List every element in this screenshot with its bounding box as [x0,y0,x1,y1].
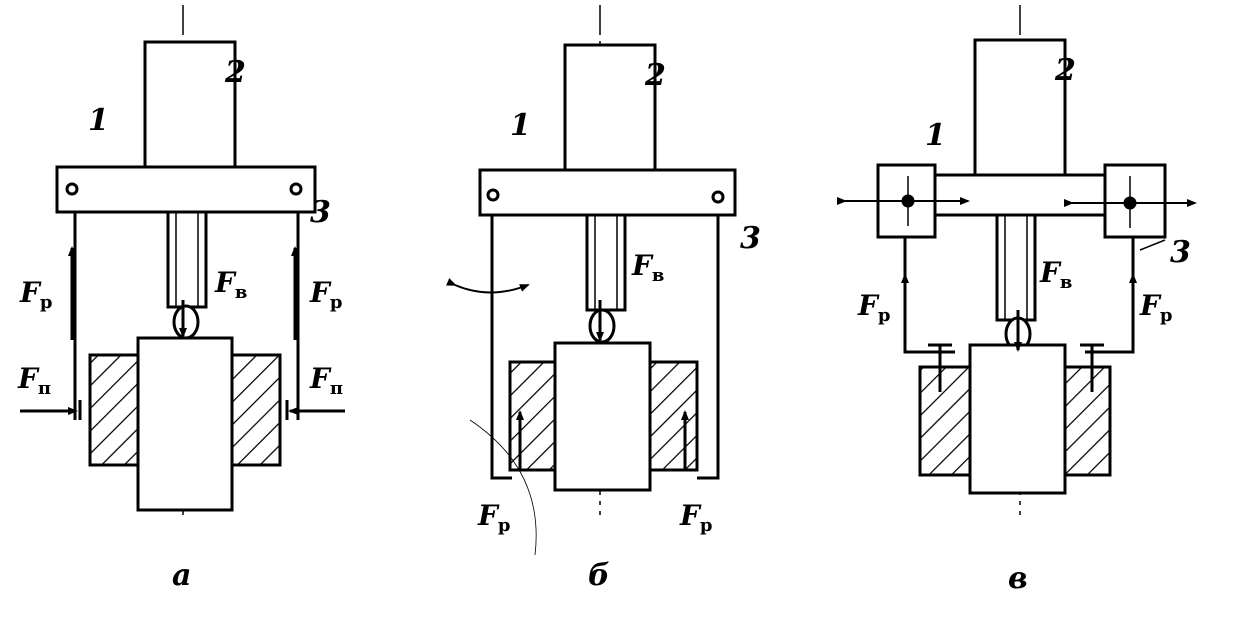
crossbar [478,168,737,217]
label-1: 1 [925,118,946,153]
label-fr-left: Fр [19,276,52,313]
pivot-hole [289,182,303,196]
label-fv: Fв [631,249,664,286]
label-fr-left: Fр [477,499,510,536]
screw-tip [172,304,200,340]
label-3: 3 [740,221,761,256]
hub-right [230,353,282,467]
label-fr-right: Fр [679,499,712,536]
shaft [136,336,234,512]
pivot-hole [65,182,79,196]
label-3: 3 [1170,235,1191,270]
label-3: 3 [310,195,331,230]
label-1: 1 [88,103,109,138]
label-fv: Fв [1039,256,1072,293]
caption-b: б [588,558,610,593]
shaft [968,343,1067,495]
label-fp-right: Fп [309,362,343,399]
screw-body [143,40,237,169]
label-fp-left: Fп [17,362,51,399]
leg-left [903,237,955,354]
figure-c [837,5,1197,515]
caption-a: а [172,558,191,593]
label-fr-right: Fр [309,276,342,313]
screw [995,213,1037,322]
crossbar [933,173,1107,217]
leg-right [697,215,720,480]
screw-body [973,38,1067,177]
crossbar [55,165,317,214]
screw-body [563,43,657,172]
leg-left [490,215,512,480]
label-fr-left: Fр [857,289,890,326]
swing-arrow [446,278,530,294]
hub-left [88,353,140,467]
label-2: 2 [224,55,246,90]
label-fr-right: Fр [1139,289,1172,326]
label-2: 2 [1054,53,1076,88]
caption-c: в [1008,561,1028,596]
shaft [553,341,652,492]
screw [585,213,627,312]
label-2: 2 [644,58,666,93]
label-1: 1 [510,108,531,143]
figure-b [446,5,737,556]
figure-a [20,5,345,515]
leg-right [1085,237,1135,354]
label-fv: Fв [214,266,247,303]
screw [166,210,208,309]
